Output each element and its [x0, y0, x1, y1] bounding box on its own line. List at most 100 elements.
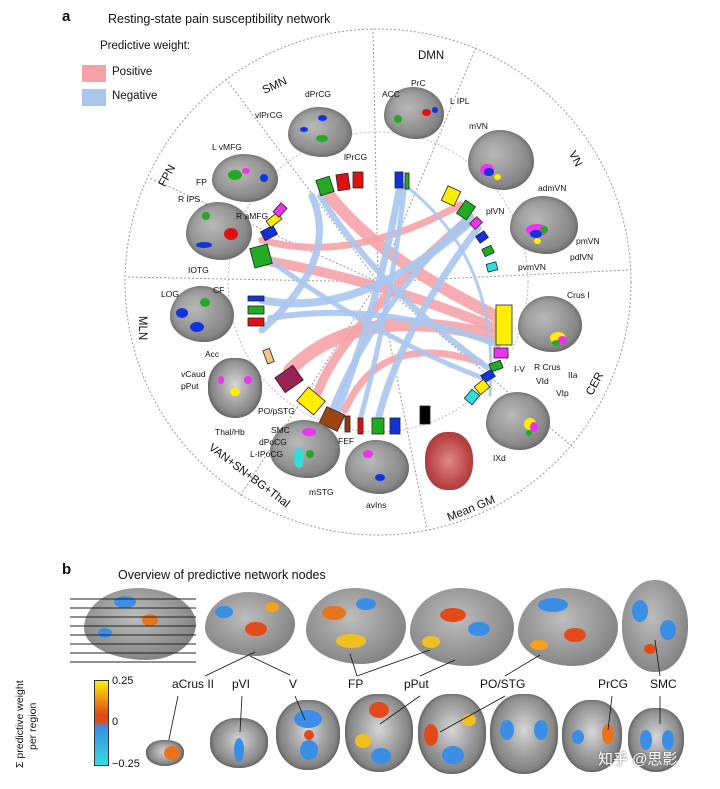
label-pmvn: pmVN: [576, 236, 600, 246]
node-smc: SMC: [650, 677, 677, 691]
slice-7: [562, 700, 622, 772]
watermark: 知乎 @思影: [598, 751, 678, 768]
positive-swatch: [82, 65, 106, 82]
node-v: V: [289, 677, 298, 691]
connectogram: [124, 28, 632, 536]
label-dpocg: dPoCG: [259, 437, 287, 447]
node-prcg: PrCG: [598, 677, 628, 691]
chord-negative-3: [331, 181, 404, 422]
chord-negative-7: [374, 224, 482, 424]
brain-bg-slice: [208, 358, 262, 418]
slice-5: [418, 694, 486, 774]
colorbar-mid: 0: [112, 716, 119, 728]
slice-8: [628, 708, 684, 772]
label-r-amfg: R aMFG: [236, 211, 269, 221]
brain-smn: [288, 107, 352, 157]
brain-mean-gm: [425, 432, 473, 490]
panel-b-letter: b: [62, 561, 72, 578]
label-crus-i: Crus I: [567, 290, 590, 300]
label-r-crus: R Crus: [534, 362, 561, 372]
label-admvn: admVN: [538, 183, 567, 193]
slice-4: [345, 694, 413, 772]
slice-3: [276, 700, 340, 770]
label-fef: FEF: [338, 436, 355, 446]
brain-vn-lateral: [468, 130, 534, 190]
label-r-ips: R IPS: [178, 194, 201, 204]
label-pput-a: pPut: [181, 381, 199, 391]
panel-b-title: Overview of predictive network nodes: [118, 568, 326, 582]
label-mstg: mSTG: [309, 487, 334, 497]
negative-swatch: [82, 89, 106, 106]
brain-cer-lateral: [518, 296, 582, 352]
colorbar: [94, 680, 109, 766]
inner-ring: [227, 131, 529, 433]
colorbar-title-line2: per region: [27, 702, 39, 750]
label-vid: VId: [536, 376, 549, 386]
brain-van-lateral: [345, 440, 409, 494]
label-smc: SMC: [271, 425, 290, 435]
brain-fpn-upper: [212, 154, 278, 202]
render-cerebellum-view: [205, 592, 295, 656]
slice-lines: [70, 598, 196, 663]
negative-label: Negative: [112, 90, 158, 102]
brain-cer-medial: [486, 392, 550, 450]
label-pdlvn: pdlVN: [570, 252, 594, 262]
label-l-ipl: L IPL: [450, 96, 470, 106]
render-top-view: [622, 580, 688, 672]
leader-lines: [168, 640, 661, 740]
chord-negative-9: [259, 252, 491, 383]
brain-vn-medial: [510, 196, 578, 254]
label-i-v: I-V: [514, 364, 525, 374]
label-l-vmfg: L vMFG: [212, 142, 242, 152]
label-pvmvn: pvmVN: [518, 262, 546, 272]
panel-a-letter: a: [62, 8, 71, 25]
node-fp: FP: [348, 677, 364, 691]
node-pput: pPut: [404, 677, 429, 691]
node-acrus-ii: aCrus II: [172, 677, 215, 691]
label-cf: CF: [213, 285, 225, 295]
slice-6: [490, 694, 558, 774]
section-mln: MLN: [136, 315, 149, 341]
label-plvn: plVN: [486, 206, 505, 216]
label-avins: avIns: [366, 500, 387, 510]
node-po-stg: PO/STG: [480, 677, 526, 691]
label-vcaud: vCaud: [181, 369, 206, 379]
section-dmn: DMN: [418, 50, 445, 62]
label-dprcg: dPrCG: [305, 89, 331, 99]
render-medial: [410, 588, 514, 666]
brain-van-smc: [270, 420, 340, 478]
label-ixd: IXd: [493, 453, 506, 463]
label-thal-hb: Thal/Hb: [215, 427, 245, 437]
label-iia: IIa: [568, 370, 578, 380]
render-lateral-left: [306, 588, 406, 664]
chord-negative-10: [404, 184, 493, 397]
slice-2: [210, 718, 268, 768]
chords: [257, 181, 507, 424]
label-prc: PrC: [411, 78, 426, 88]
slice-1: [146, 740, 184, 766]
label-l-ipocg: L-IPoCG: [250, 449, 284, 459]
brain-fpn-lower: [186, 202, 252, 260]
ring-segments: [247, 171, 513, 435]
colorbar-title: Σ predictive weight per region: [14, 648, 40, 768]
label-po-pstg: PO/pSTG: [258, 406, 295, 416]
node-pvi: pVI: [232, 677, 251, 691]
brain-mln: [170, 286, 234, 342]
label-log: LOG: [161, 289, 179, 299]
label-acc: ACC: [382, 89, 400, 99]
brain-dmn: [384, 87, 444, 139]
chord-positive-1: [324, 190, 506, 324]
legend-title: Predictive weight:: [100, 40, 191, 52]
label-iotg: IOTG: [188, 265, 209, 275]
outer-ring: [124, 28, 632, 536]
colorbar-title-line1: Σ predictive weight: [14, 680, 26, 768]
label-acc-mln: Acc: [205, 349, 220, 359]
chord-negative-8: [327, 212, 473, 418]
label-fp: FP: [196, 177, 207, 187]
label-lprcg: lPrCG: [344, 152, 368, 162]
label-mvn: mVN: [469, 121, 488, 131]
colorbar-min: −0.25: [112, 758, 140, 770]
render-lateral-right: [518, 588, 618, 666]
label-vlprcg: vlPrCG: [255, 110, 283, 120]
